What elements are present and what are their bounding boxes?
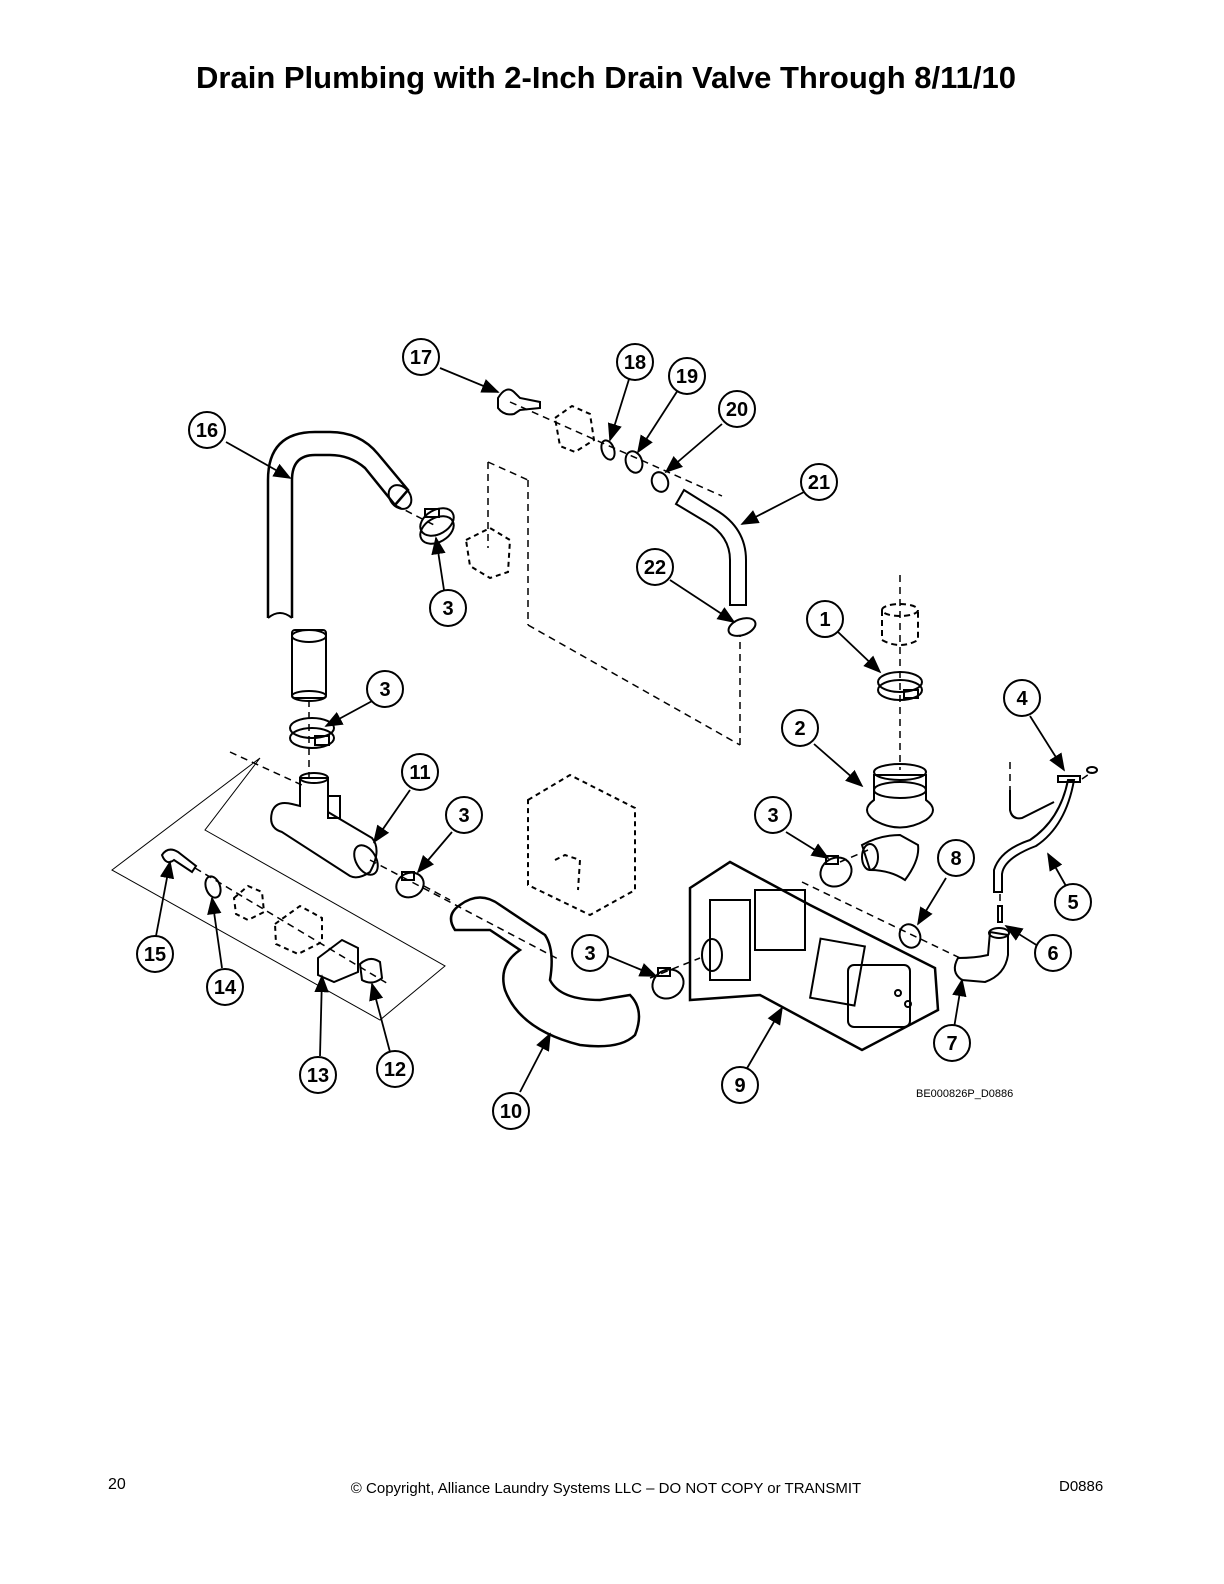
svg-text:3: 3 [379,679,390,701]
lock-washer-part [204,875,222,899]
svg-text:19: 19 [676,366,698,388]
callout-22: 22 [636,548,674,586]
callout-18: 18 [616,343,654,381]
small-elbow-part [953,930,1009,984]
svg-text:2: 2 [794,718,805,740]
svg-text:6: 6 [1047,943,1058,965]
callout-3: 3 [429,589,467,627]
svg-text:9: 9 [734,1075,745,1097]
drawing-code: BE000826P_D0886 [916,1088,1014,1100]
svg-text:5: 5 [1067,892,1078,914]
callout-7: 7 [933,1024,971,1062]
svg-text:3: 3 [442,598,453,620]
tee-fitting-part [270,777,378,879]
hose-clamp-part [289,717,335,749]
callout-6: 6 [1034,934,1072,972]
callout-3: 3 [366,670,404,708]
svg-text:3: 3 [458,805,469,827]
callout-13: 13 [299,1056,337,1094]
elbow-hose-part [266,430,410,618]
fitting-part [650,471,670,493]
page-title: Drain Plumbing with 2-Inch Drain Valve T… [196,60,1016,95]
leader-lines [155,367,1067,1093]
svg-text:10: 10 [500,1101,522,1123]
callout-17: 17 [402,338,440,376]
svg-text:18: 18 [624,352,646,374]
callout-3: 3 [445,796,483,834]
nut-part-12 [358,958,384,984]
drain-valve-assembly-part [688,860,940,1052]
bracket-part [553,404,596,454]
small-tube-part [993,779,1076,893]
clip-part [273,904,323,956]
callout-11: 11 [401,753,439,791]
svg-text:17: 17 [410,347,432,369]
hose-clamp-part [395,871,425,899]
svg-text:16: 16 [196,420,218,442]
callout-9: 9 [721,1066,759,1104]
callout-5: 5 [1054,883,1092,921]
nut-part [624,450,644,474]
hose-clamp-part [727,617,757,637]
tube-fitting-part [1057,775,1081,783]
svg-text:20: 20 [726,399,748,421]
callout-15: 15 [136,935,174,973]
svg-text:11: 11 [409,762,430,784]
plate-part [317,938,359,984]
assembly-lines [194,401,1093,986]
shoulder-bolt-part [497,388,541,416]
svg-text:7: 7 [946,1033,957,1055]
svg-text:8: 8 [950,848,961,870]
svg-text:4: 4 [1016,688,1028,710]
page-number: 20 [108,1476,126,1493]
document-id: D0886 [1059,1478,1104,1495]
hose-clamp-part [819,855,853,888]
callout-21: 21 [800,463,838,501]
callout-2: 2 [781,709,819,747]
svg-text:22: 22 [644,557,666,579]
callout-14: 14 [206,968,244,1006]
callout-10: 10 [492,1092,530,1130]
bent-hose-part [674,488,747,606]
callouts: 17 18 19 20 16 21 3 22 1 3 4 2 11 3 3 8 … [136,338,1092,1130]
callout-12: 12 [376,1050,414,1088]
callout-4: 4 [1003,679,1041,717]
copyright-notice: © Copyright, Alliance Laundry Systems LL… [350,1480,862,1497]
rubber-boot-part [866,774,934,829]
callout-8: 8 [937,839,975,877]
callout-20: 20 [718,390,756,428]
pin-part [997,905,1003,923]
callout-19: 19 [668,357,706,395]
callout-3: 3 [754,796,792,834]
svg-text:15: 15 [144,944,166,966]
svg-text:3: 3 [584,943,595,965]
callout-1: 1 [806,600,844,638]
callout-3: 3 [571,934,609,972]
hose-clamp-part [898,923,922,949]
svg-text:14: 14 [214,977,237,999]
hose-clamp-part [651,967,685,1000]
svg-text:1: 1 [819,609,830,631]
svg-text:13: 13 [307,1065,329,1087]
svg-text:12: 12 [384,1059,406,1081]
drain-hose-part [449,896,641,1048]
screw-part [160,848,198,874]
callout-16: 16 [188,411,226,449]
svg-text:3: 3 [767,805,778,827]
svg-text:21: 21 [808,472,830,494]
